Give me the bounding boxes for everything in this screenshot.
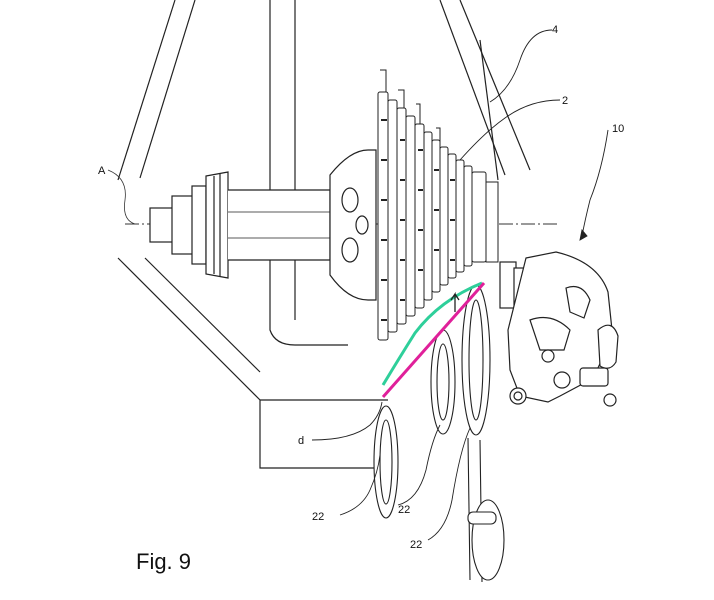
- label-distance: d: [298, 435, 304, 447]
- label-cassette: 2: [562, 95, 568, 107]
- label-axis: A: [98, 165, 106, 177]
- chain-arrow: [450, 291, 460, 312]
- label-chainring-c: 22: [410, 539, 422, 551]
- leader-lines: [311, 29, 609, 541]
- upper-chain-line: [381, 281, 483, 386]
- frame-stays: [117, 0, 531, 469]
- label-chainring-b: 22: [398, 504, 410, 516]
- figure-caption: Fig. 9: [136, 549, 192, 574]
- label-chainring-a: 22: [312, 511, 324, 523]
- rear-derailleur: [499, 251, 619, 407]
- label-derailleur: 10: [612, 123, 624, 135]
- chain-lines: [381, 281, 486, 398]
- cassette: [377, 69, 499, 341]
- lower-chain-line: [381, 282, 486, 398]
- rear-hub: [149, 149, 377, 301]
- label-frame: 4: [552, 24, 558, 36]
- chainrings: [373, 284, 505, 583]
